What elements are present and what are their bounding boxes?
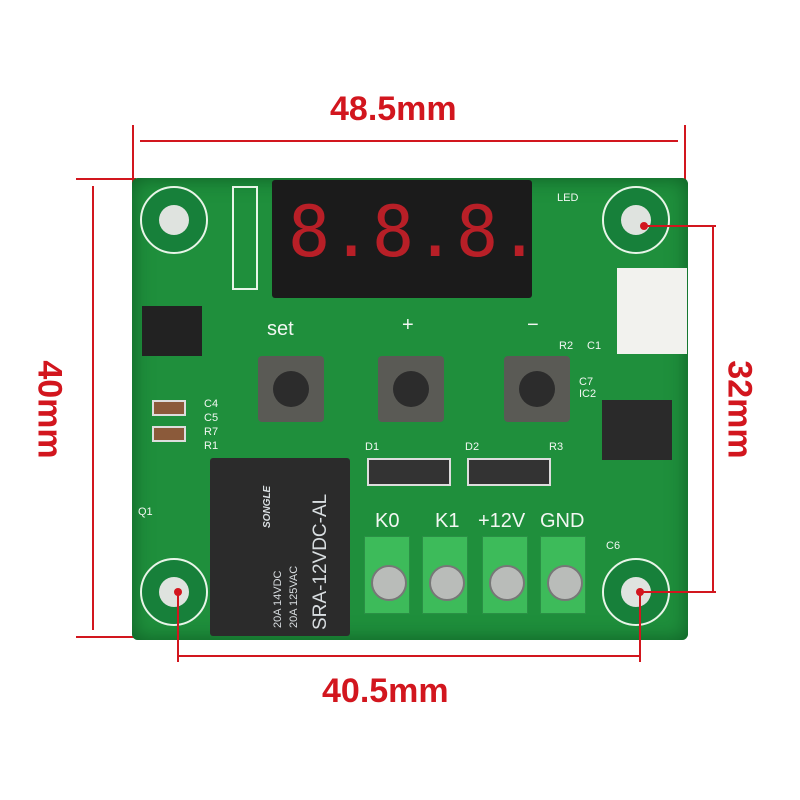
screw-icon	[371, 565, 407, 601]
display-digit: 8.	[456, 191, 541, 273]
dim-ext-bottom	[76, 636, 136, 638]
set-button[interactable]	[258, 356, 324, 422]
minus-button[interactable]	[504, 356, 570, 422]
led-display: 8. 8. 8.	[272, 180, 541, 298]
width-label: 48.5mm	[330, 90, 457, 128]
mount-hole	[602, 186, 670, 254]
height-dimension-line	[92, 186, 94, 630]
display-digit: 8.	[288, 191, 373, 273]
pcb-board: 8. 8. 8. set + − LED R2 C1 C7 IC2 C4 C5 …	[132, 178, 688, 640]
silk-led: LED	[557, 192, 579, 204]
silk-r2: R2	[559, 340, 574, 352]
terminal-k1	[422, 536, 468, 614]
silk-d2: D2	[465, 441, 480, 453]
display-digit: 8.	[372, 191, 457, 273]
set-label: set	[267, 318, 294, 340]
terminal-label-k0: K0	[375, 510, 400, 532]
relay: SONGLE 20A 14VDC 20A 125VAC SRA-12VDC-AL	[210, 458, 350, 636]
terminal-label-k1: K1	[435, 510, 460, 532]
mount-hole	[140, 186, 208, 254]
hole-horizontal-dimension-line	[177, 655, 641, 657]
dim-ext-left	[132, 125, 134, 185]
silk-c6: C6	[606, 540, 621, 552]
height-label: 40mm	[30, 360, 69, 459]
diode-d1	[367, 458, 451, 486]
plus-label: +	[402, 314, 414, 336]
dim-ext-hole-left	[177, 592, 179, 662]
screw-icon	[429, 565, 465, 601]
terminal-gnd	[540, 536, 586, 614]
diode-d2	[467, 458, 551, 486]
minus-label: −	[527, 314, 539, 336]
relay-model: SRA-12VDC-AL	[310, 493, 331, 630]
hole-vertical-label: 32mm	[720, 360, 759, 459]
silk-r1: R1	[204, 440, 219, 452]
dim-ext-hole-bottom	[640, 591, 716, 593]
hole-horizontal-label: 40.5mm	[322, 672, 449, 710]
silk-c1: C1	[587, 340, 602, 352]
width-dimension-line	[140, 140, 678, 142]
relay-rating-dc: 20A 14VDC	[272, 570, 284, 628]
screw-icon	[489, 565, 525, 601]
smd-capacitor	[152, 400, 186, 416]
silk-r3: R3	[549, 441, 564, 453]
dim-ext-hole-top	[644, 225, 716, 227]
silk-d1: D1	[365, 441, 380, 453]
hole-vertical-dimension-line	[712, 225, 714, 593]
screw-icon	[547, 565, 583, 601]
relay-brand: SONGLE	[262, 485, 273, 528]
dim-ext-top	[76, 178, 136, 180]
silk-r7: R7	[204, 426, 219, 438]
plus-button[interactable]	[378, 356, 444, 422]
ic-chip	[142, 306, 202, 356]
terminal-label-gnd: GND	[540, 510, 585, 532]
terminal-12v	[482, 536, 528, 614]
terminal-label-12v: +12V	[478, 510, 526, 532]
dim-ext-hole-right	[639, 592, 641, 662]
silk-c4: C4	[204, 398, 219, 410]
silk-c7: C7	[579, 376, 594, 388]
terminal-k0	[364, 536, 410, 614]
silk-q1: Q1	[138, 506, 153, 518]
voltage-regulator	[602, 400, 672, 460]
silk-ic2: IC2	[579, 388, 597, 400]
silk-c5: C5	[204, 412, 219, 424]
dim-ext-right	[684, 125, 686, 200]
smd-capacitor	[152, 426, 186, 442]
relay-rating-ac: 20A 125VAC	[288, 565, 300, 628]
header-pins	[232, 186, 258, 290]
sensor-connector	[617, 268, 687, 354]
